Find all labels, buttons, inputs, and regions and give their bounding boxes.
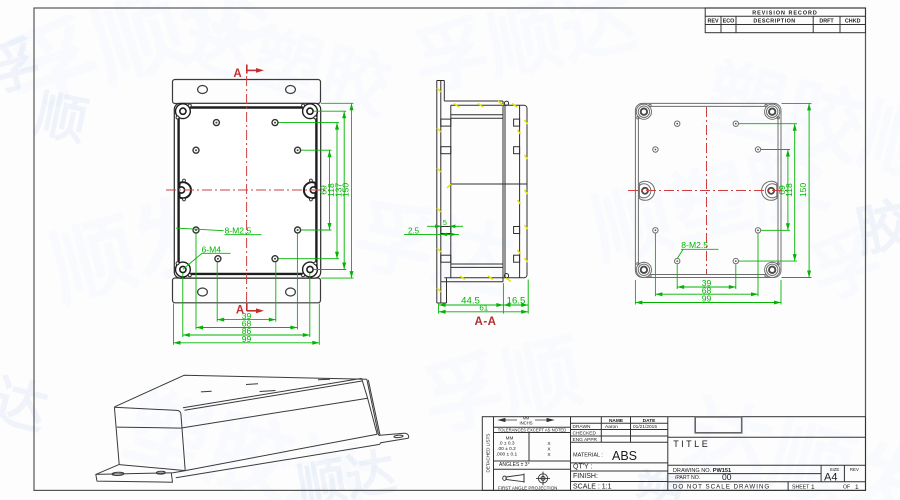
svg-text:5: 5 — [443, 218, 447, 227]
svg-text:DRAWING NO. PW151: DRAWING NO. PW151 — [673, 468, 731, 474]
svg-text:SHEET: SHEET — [792, 485, 810, 491]
svg-text:A-A: A-A — [475, 316, 497, 328]
svg-text:X: X — [547, 446, 551, 452]
svg-text:01/21/2015: 01/21/2015 — [633, 424, 657, 430]
svg-text:INCHS: INCHS — [519, 421, 532, 426]
svg-text:TOLERANCES EXCEPT AS NOTED: TOLERANCES EXCEPT AS NOTED — [498, 427, 567, 432]
svg-text:CHECKED: CHECKED — [573, 431, 597, 437]
svg-text:MM: MM — [506, 436, 514, 441]
svg-text:61: 61 — [479, 303, 488, 312]
svg-text:16.5: 16.5 — [507, 296, 526, 307]
svg-text:ECO: ECO — [723, 19, 735, 25]
svg-text:SCALE : 1:1: SCALE : 1:1 — [573, 484, 612, 491]
svg-text:39: 39 — [702, 278, 712, 288]
svg-text:68: 68 — [242, 319, 252, 329]
svg-text:MATERIAL :: MATERIAL : — [573, 453, 603, 459]
svg-text:1: 1 — [811, 484, 815, 491]
svg-text:X: X — [547, 452, 551, 458]
svg-text:NAME: NAME — [609, 418, 624, 424]
svg-text:150: 150 — [798, 183, 808, 198]
svg-text:MM: MM — [523, 417, 529, 421]
svg-text:DO NOT SCALE DRAWING: DO NOT SCALE DRAWING — [673, 484, 770, 491]
svg-text:OF: OF — [843, 485, 850, 491]
svg-text:/PART NO.: /PART NO. — [675, 475, 700, 481]
svg-text:SIZE: SIZE — [830, 467, 840, 472]
svg-text:ENG APPR: ENG APPR — [573, 437, 598, 443]
svg-text:118: 118 — [784, 183, 794, 197]
svg-text:39: 39 — [242, 311, 252, 321]
svg-text:.0 ± 0.3: .0 ± 0.3 — [499, 441, 515, 447]
svg-text:99: 99 — [702, 294, 712, 304]
svg-text:8-M2.5: 8-M2.5 — [225, 226, 252, 236]
svg-text:A4: A4 — [824, 471, 837, 483]
svg-text:A: A — [233, 68, 241, 80]
svg-text:150: 150 — [341, 183, 351, 198]
svg-text:DATE: DATE — [643, 418, 657, 424]
svg-text:QT'Y :: QT'Y : — [573, 463, 593, 470]
svg-text:137: 137 — [333, 183, 343, 198]
svg-text:X: X — [547, 441, 551, 447]
svg-text:2.5: 2.5 — [408, 226, 420, 235]
svg-text:ABS: ABS — [612, 449, 637, 463]
svg-text:Aaron: Aaron — [605, 424, 618, 430]
svg-text:CHKD: CHKD — [845, 19, 861, 25]
svg-text:6-M4: 6-M4 — [202, 244, 222, 254]
svg-text:ANGLES ± 3°: ANGLES ± 3° — [499, 462, 530, 468]
svg-text:99: 99 — [242, 334, 252, 344]
svg-text:69: 69 — [777, 185, 787, 195]
svg-text:DRFT: DRFT — [819, 19, 834, 25]
svg-text:.00 ± 0.2: .00 ± 0.2 — [497, 446, 516, 452]
svg-text:FIRST ANGLE PROJECTION: FIRST ANGLE PROJECTION — [498, 485, 557, 490]
svg-text:REV: REV — [707, 19, 718, 25]
svg-text:REVISION RECORD: REVISION RECORD — [752, 10, 818, 16]
svg-text:1: 1 — [855, 484, 859, 491]
svg-text:REV: REV — [850, 467, 859, 472]
svg-text:DRAWN: DRAWN — [573, 424, 591, 430]
svg-text:8-M2.5: 8-M2.5 — [681, 240, 708, 250]
svg-text:TITLE: TITLE — [673, 439, 710, 449]
svg-text:A: A — [236, 305, 244, 317]
svg-text:86: 86 — [242, 326, 252, 336]
svg-text:68: 68 — [702, 285, 712, 295]
svg-text:FINISH:: FINISH: — [573, 473, 598, 480]
svg-text:118: 118 — [326, 183, 336, 197]
svg-text:44.5: 44.5 — [461, 296, 480, 307]
svg-text:DETACHED LISTS: DETACHED LISTS — [486, 434, 491, 473]
svg-text:00: 00 — [722, 472, 732, 482]
svg-text:.000 ± 0.1: .000 ± 0.1 — [496, 452, 518, 458]
svg-text:DESCRIPTION: DESCRIPTION — [753, 19, 795, 25]
svg-text:69: 69 — [319, 185, 329, 195]
svg-text:顺: 顺 — [30, 85, 93, 153]
